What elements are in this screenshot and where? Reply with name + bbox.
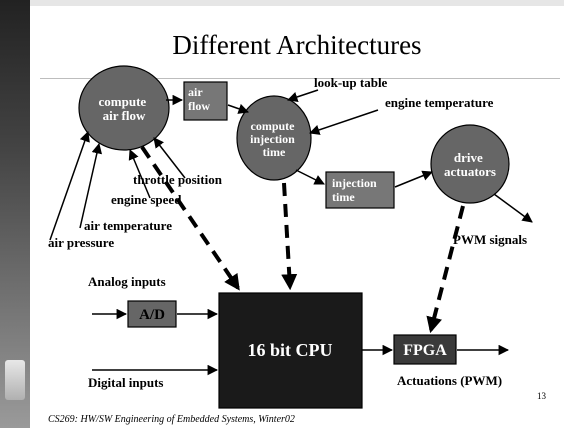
arrow-box-to-injection [227,103,249,114]
compute-injection-time-line2: injection [250,132,295,146]
left-sidebar-bar [0,0,30,428]
arrow-box-to-drive [394,170,433,188]
top-strip [30,0,564,6]
label-air-temperature: air temperature [84,218,172,233]
page-number: 13 [537,391,546,401]
dashed-injection-to-cpu [281,182,298,291]
ad-box [127,300,177,328]
fpga-box [393,334,457,365]
logo [5,360,25,400]
svg-text:drive actuators: drive actuators [444,150,496,179]
cpu-label: 16 bit CPU [248,340,333,360]
svg-text:air flow: air flow [188,85,210,113]
label-pwm-signals: PWM signals [453,232,527,247]
arrow-air-pressure [49,131,90,241]
injection-time-box [325,171,395,209]
drive-actuators-node [430,124,510,204]
compute-injection-time-line1: compute [251,119,296,133]
dashed-airflow-to-cpu [140,145,240,291]
arrow-throttle [153,137,186,179]
arrow-injection-to-box [295,169,325,185]
air-flow-box-line2: flow [188,99,210,113]
arrow-pwm-signals [493,193,533,223]
air-flow-box-line1: air [188,85,203,99]
label-digital-inputs: Digital inputs [88,375,164,390]
label-air-pressure: air pressure [48,235,114,250]
arrow-air-temperature [79,142,103,229]
fpga-label: FPGA [403,342,447,359]
compute-injection-time-node [236,95,312,181]
label-engine-speed: engine speed [111,192,182,207]
injection-time-box-line2: time [332,190,355,204]
compute-air-flow-node [78,65,170,151]
cpu-box [218,292,363,409]
label-actuations: Actuations (PWM) [397,373,502,388]
slide-footer: CS269: HW/SW Engineering of Embedded Sys… [48,414,295,425]
label-analog-inputs: Analog inputs [88,274,166,289]
svg-text:compute air flow: compute air flow [99,94,150,123]
compute-air-flow-line2: air flow [103,108,146,123]
drive-actuators-line1: drive [454,150,483,165]
dashed-drive-to-fpga [426,205,465,334]
svg-text:injection time: injection time [332,176,380,204]
arrow-lookup-table [287,89,319,102]
label-engine-temperature: engine temperature [385,95,494,110]
injection-time-box-line1: injection [332,176,377,190]
title-rule [40,78,560,79]
label-lookup-table: look-up table [314,75,388,90]
drive-actuators-line2: actuators [444,164,496,179]
slide-title: Different Architectures [172,30,422,60]
label-throttle-position: throttle position [133,172,223,187]
compute-air-flow-line1: compute [99,94,147,109]
compute-injection-time-line3: time [263,145,286,159]
svg-text:compute injection time: compute injection time [250,119,298,159]
air-flow-box [183,81,228,121]
ad-label: A/D [139,307,165,323]
arrow-engine-temp [309,109,379,135]
arrow-engine-speed [128,149,151,199]
